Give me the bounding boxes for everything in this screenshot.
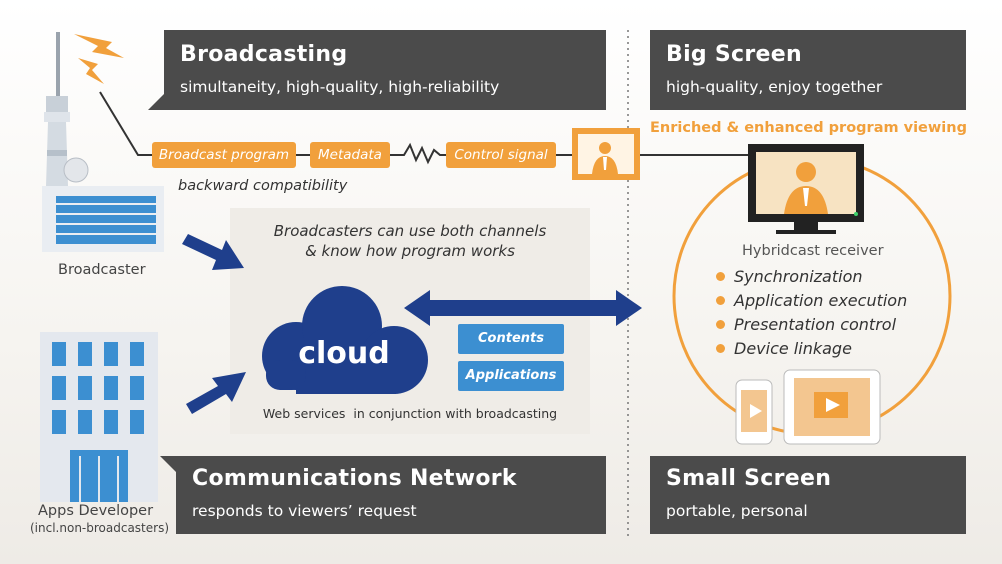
tag-metadata: Metadata (310, 142, 390, 168)
web-services-label: Web services in conjunction with broadca… (262, 406, 558, 421)
feature-synchronization: Synchronization (716, 267, 863, 286)
feature-label: Synchronization (734, 267, 863, 286)
cloud-label: cloud (298, 336, 390, 371)
feature-label: Device linkage (734, 339, 852, 358)
signal-line (99, 91, 152, 156)
apps-developer-note: (incl.non-broadcasters) (30, 521, 170, 535)
broadcasting-box-tail (148, 94, 164, 110)
center-line-2: & know how program works (305, 242, 515, 260)
comm-network-subtitle: responds to viewers’ request (192, 502, 417, 520)
lightning-icon (74, 34, 124, 84)
arrow-from-broadcaster-icon (182, 234, 244, 270)
apps-developer-building-icon (40, 332, 158, 502)
contents-button[interactable]: Contents (458, 324, 564, 354)
feature-application-execution: Application execution (716, 291, 907, 310)
center-panel (230, 208, 590, 434)
double-arrow-icon (404, 290, 642, 326)
cloud-icon (262, 286, 428, 394)
tablet-icon (783, 369, 881, 445)
small-screen-subtitle: portable, personal (666, 502, 808, 520)
broadcaster-label: Broadcaster (58, 262, 146, 278)
big-screen-subtitle: high-quality, enjoy together (666, 78, 883, 96)
broadcasting-box: Broadcasting simultaneity, high-quality,… (164, 30, 606, 110)
bullet-icon (716, 296, 725, 305)
tv-icon (748, 144, 864, 234)
enriched-label: Enriched & enhanced program viewing (650, 120, 967, 136)
tag-control-signal: Control signal (446, 142, 556, 168)
broadcasting-subtitle: simultaneity, high-quality, high-reliabi… (180, 78, 500, 96)
bullet-icon (716, 344, 725, 353)
broadcaster-building-icon (42, 186, 164, 252)
bullet-icon (716, 320, 725, 329)
center-line-1: Broadcasters can use both channels (273, 222, 547, 240)
receiver-title: Hybridcast receiver (742, 243, 884, 259)
smartphone-icon (735, 379, 773, 445)
backward-compat-label: backward compatibility (178, 178, 348, 194)
feature-device-linkage: Device linkage (716, 339, 852, 358)
feature-presentation-control: Presentation control (716, 315, 896, 334)
comm-network-box: Communications Network responds to viewe… (176, 456, 606, 534)
apps-developer-label: Apps Developer (38, 503, 154, 519)
feature-label: Application execution (734, 291, 908, 310)
big-screen-title: Big Screen (666, 42, 802, 67)
arrow-from-developer-icon (186, 372, 246, 414)
bullet-icon (716, 272, 725, 281)
feature-label: Presentation control (734, 315, 897, 334)
broadcasting-title: Broadcasting (180, 42, 348, 67)
big-screen-box: Big Screen high-quality, enjoy together (650, 30, 966, 110)
applications-button[interactable]: Applications (458, 361, 564, 391)
comm-network-title: Communications Network (192, 466, 517, 491)
small-screen-title: Small Screen (666, 466, 832, 491)
tag-broadcast-program: Broadcast program (152, 142, 296, 168)
program-screen-icon (572, 128, 640, 180)
comm-network-box-tail (160, 456, 176, 472)
small-screen-box: Small Screen portable, personal (650, 456, 966, 534)
